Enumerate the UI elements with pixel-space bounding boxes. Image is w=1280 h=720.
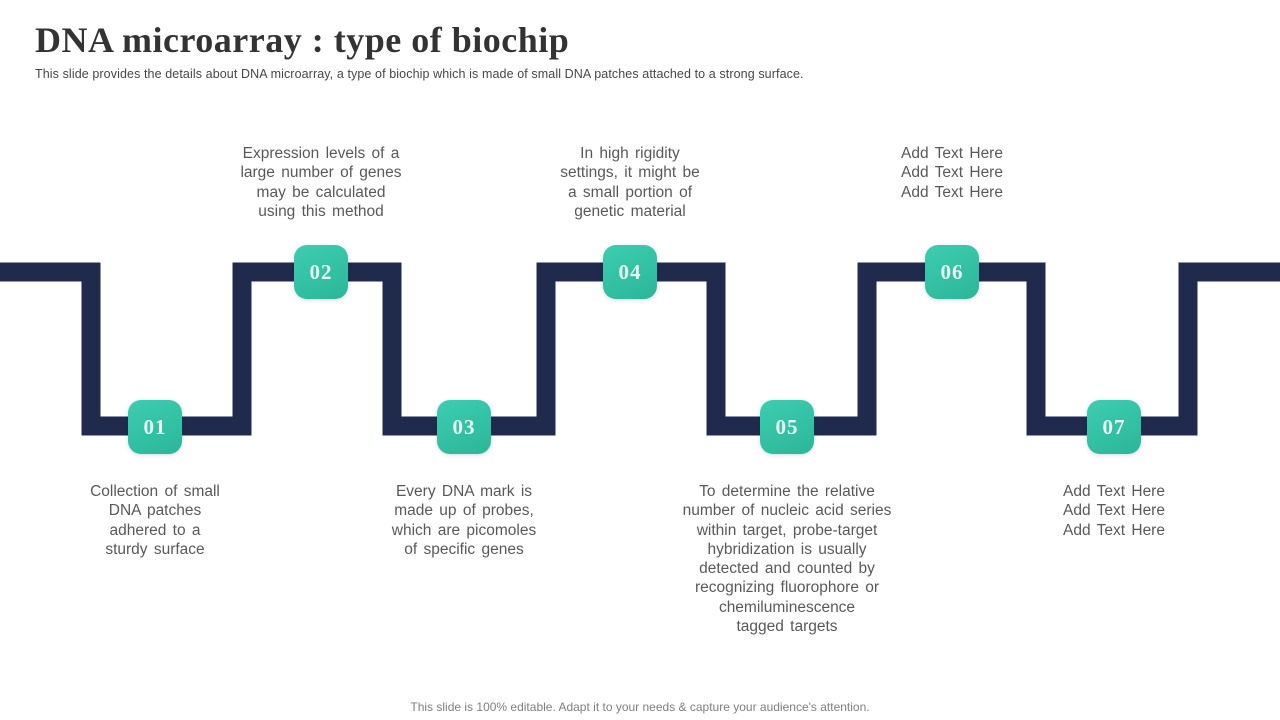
slide-header: DNA microarray : type of biochip This sl… [35, 20, 1245, 81]
page-title: DNA microarray : type of biochip [35, 20, 570, 60]
step-07-badge: 07 [1087, 400, 1141, 454]
step-04-badge: 04 [603, 245, 657, 299]
step-01-text: Collection of small DNA patches adhered … [90, 483, 220, 558]
step-02-badge: 02 [294, 245, 348, 299]
step-06-text-placeholder[interactable]: Add Text Here Add Text Here Add Text Her… [901, 145, 1003, 201]
step-03-text: Every DNA mark is made up of probes, whi… [391, 483, 537, 558]
step-04-text: In high rigidity settings, it might be a… [560, 145, 700, 220]
step-05-text: To determine the relative number of nucl… [682, 483, 892, 636]
slide-footer-note: This slide is 100% editable. Adapt it to… [410, 700, 870, 714]
step-07-text-placeholder[interactable]: Add Text Here Add Text Here Add Text Her… [1063, 483, 1165, 539]
step-03-badge: 03 [437, 400, 491, 454]
page-subtitle: This slide provides the details about DN… [35, 67, 804, 82]
step-02-text: Expression levels of a large number of g… [240, 145, 402, 220]
step-05-badge: 05 [760, 400, 814, 454]
step-01-badge: 01 [128, 400, 182, 454]
step-06-badge: 06 [925, 245, 979, 299]
